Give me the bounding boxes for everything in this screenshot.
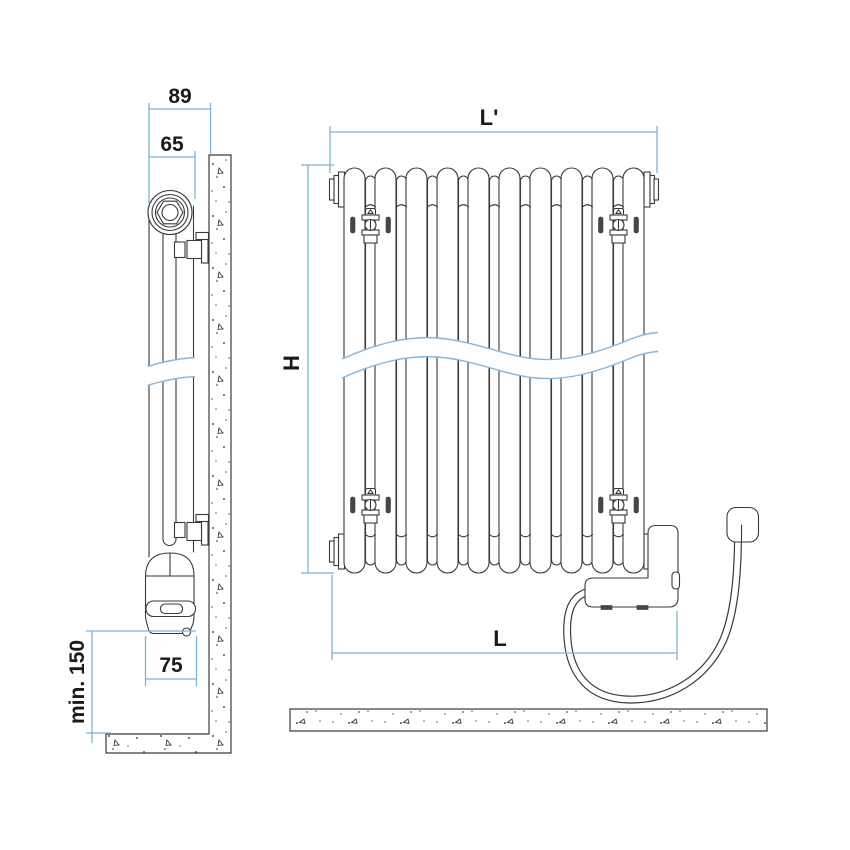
dim-L-label: L bbox=[493, 626, 506, 651]
side-view bbox=[105, 154, 232, 754]
side-top-plug bbox=[147, 189, 193, 236]
housing-foot bbox=[600, 605, 613, 610]
dim-min-150-label: min. 150 bbox=[66, 640, 89, 724]
front-floor-section bbox=[289, 708, 768, 732]
dim-L-prime-label: L' bbox=[480, 105, 499, 130]
dim-H-label: H bbox=[279, 355, 304, 371]
dimensions: 89 65 min. 150 75 L' bbox=[66, 85, 678, 743]
dim-min-150: min. 150 bbox=[66, 630, 196, 743]
side-wall-bracket-bottom bbox=[173, 513, 210, 546]
dim-L-prime: L' bbox=[329, 105, 658, 173]
dim-89-label: 89 bbox=[168, 85, 191, 108]
dim-65: 65 bbox=[149, 133, 196, 199]
housing-side-button bbox=[671, 571, 681, 590]
heating-element-housing bbox=[584, 524, 681, 610]
dim-75-label: 75 bbox=[159, 654, 183, 677]
section-joints-bottom bbox=[364, 533, 625, 538]
housing-foot bbox=[636, 605, 649, 610]
side-heating-element-head bbox=[144, 552, 197, 637]
dim-H: H bbox=[279, 164, 334, 574]
section-joints-top bbox=[364, 204, 625, 208]
side-break-lines bbox=[147, 356, 196, 387]
front-break-lines bbox=[341, 331, 659, 380]
front-view bbox=[289, 167, 768, 732]
power-cable bbox=[563, 539, 742, 704]
dim-L: L bbox=[331, 575, 678, 660]
dim-89: 89 bbox=[148, 85, 212, 203]
side-wall-and-floor-section bbox=[105, 154, 232, 754]
dim-65-label: 65 bbox=[160, 133, 184, 156]
wall-socket bbox=[726, 506, 760, 543]
side-wall-bracket-top bbox=[173, 231, 210, 264]
dim-75: 75 bbox=[144, 636, 198, 686]
